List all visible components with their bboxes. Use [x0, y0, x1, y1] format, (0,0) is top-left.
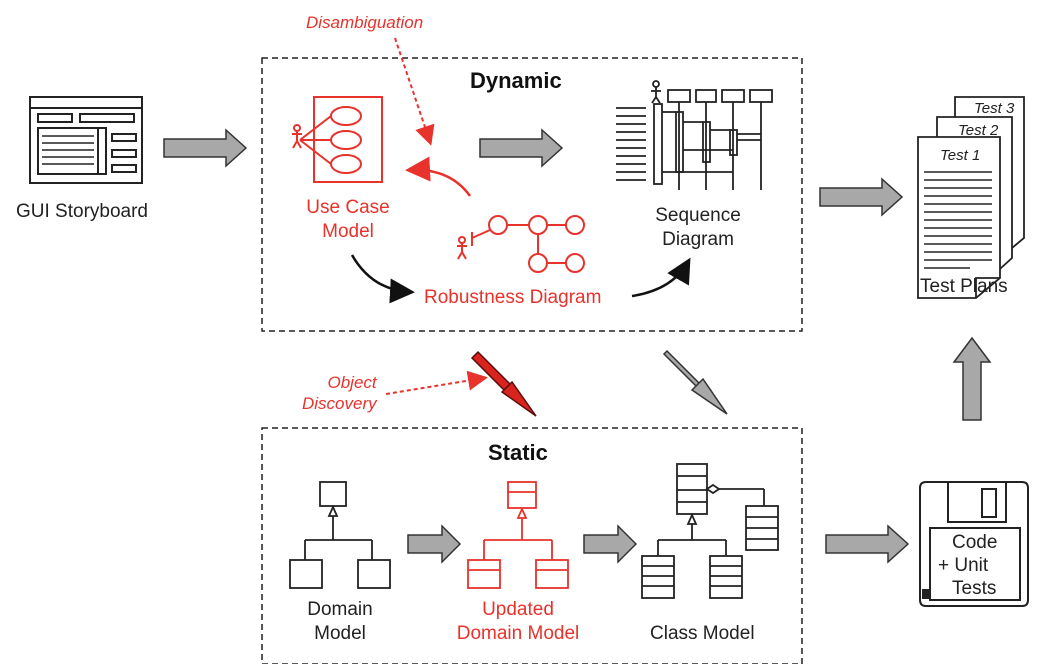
sequence-line-1: Sequence [655, 205, 741, 226]
use-case-line-2: Model [322, 220, 374, 242]
domain-model-line-1: Domain [307, 599, 373, 620]
arrow-code-to-tests [952, 336, 992, 421]
updated-line-2: Domain Model [456, 622, 580, 644]
code-label: Code + Unit Tests [938, 532, 997, 600]
class-model-icon [641, 463, 779, 599]
object-discovery-note: Object Discovery [302, 372, 377, 415]
updated-domain-model-label: Updated Domain Model [448, 598, 588, 646]
arrow-gui-to-dynamic [163, 128, 248, 168]
sequence-diagram-icon [616, 80, 773, 190]
disambiguation-arrow [394, 37, 435, 146]
test-3-label: Test 3 [974, 100, 1015, 117]
static-title: Static [488, 440, 548, 465]
object-discovery-line-2: Discovery [302, 394, 377, 414]
floppy-disk-icon [919, 481, 1029, 607]
updated-domain-model-icon [467, 481, 569, 589]
arrow-dynamic-to-class [662, 349, 728, 415]
sequence-diagram-label: Sequence Diagram [648, 204, 748, 252]
test-plans-label: Test Plans [920, 276, 1008, 297]
arrow-dynamic-to-tests [819, 177, 904, 217]
updated-line-1: Updated [482, 599, 554, 620]
dynamic-title: Dynamic [470, 68, 562, 93]
domain-model-line-2: Model [314, 622, 366, 644]
gui-storyboard-label: GUI Storyboard [16, 201, 148, 222]
test-1-label: Test 1 [940, 147, 981, 164]
arrow-domain-to-updated [407, 524, 462, 564]
use-case-icon [292, 96, 383, 183]
robustness-diagram-label: Robustness Diagram [424, 287, 602, 308]
code-line-2: + Unit [938, 554, 989, 576]
gui-storyboard-icon [29, 96, 143, 184]
arrow-updated-to-class [583, 524, 638, 564]
robustness-diagram-icon [457, 215, 585, 273]
dynamic-frame [261, 57, 803, 332]
test-2-label: Test 2 [958, 122, 999, 139]
usecase-to-robust-arrow [350, 254, 415, 304]
domain-model-icon [289, 481, 391, 589]
domain-model-label: Domain Model [290, 598, 390, 646]
code-line-3: Tests [952, 577, 997, 599]
use-case-model-label: Use Case Model [298, 196, 398, 244]
code-line-1: Code [952, 532, 998, 553]
robust-to-usecase-arrow [405, 156, 472, 197]
robust-to-sequence-arrow [631, 257, 691, 298]
sequence-line-2: Diagram [662, 228, 734, 250]
static-frame [261, 427, 803, 664]
object-discovery-arrow [385, 370, 488, 395]
arrow-robustness-to-static [470, 350, 537, 417]
test-plans-icon [917, 96, 1025, 299]
arrow-usecase-to-sequence [479, 128, 564, 168]
arrow-static-to-code [825, 524, 910, 564]
object-discovery-line-1: Object [327, 373, 377, 392]
class-model-label: Class Model [650, 623, 755, 644]
disambiguation-note: Disambiguation [306, 13, 424, 32]
use-case-line-1: Use Case [306, 197, 390, 218]
